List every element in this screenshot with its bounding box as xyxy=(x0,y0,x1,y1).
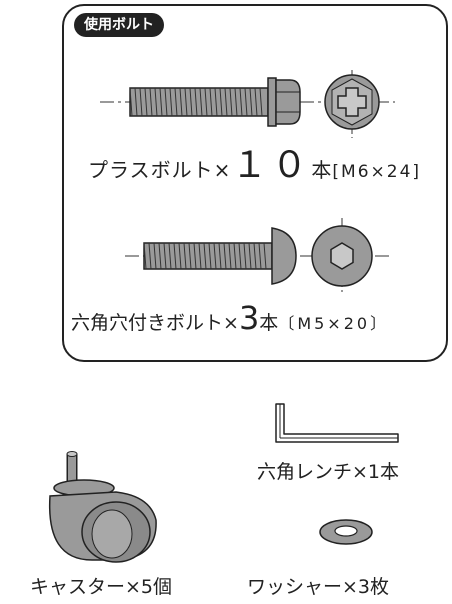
hex-bolt-spec: 〔M5×20〕 xyxy=(278,314,390,333)
plus-bolt-count: １０ xyxy=(231,145,312,186)
caster-caption: キャスター×5個 xyxy=(30,576,173,598)
plus-bolt-caption: プラスボルト×１０本[M6×24] xyxy=(88,148,421,184)
plus-bolt-unit: 本 xyxy=(311,158,333,182)
plus-bolt-spec: [M6×24] xyxy=(332,162,422,182)
washer-caption: ワッシャー×3枚 xyxy=(247,576,390,598)
bolt-panel xyxy=(62,4,448,362)
hex-bolt-caption: 六角穴付きボルト×3本〔M5×20〕 xyxy=(71,302,389,334)
hex-bolt-count: 3 xyxy=(238,299,260,337)
hex-bolt-unit: 本 xyxy=(259,312,279,334)
plus-bolt-name: プラスボルト xyxy=(88,158,214,182)
plus-bolt-times: × xyxy=(213,158,232,182)
hex-wrench-caption: 六角レンチ×1本 xyxy=(257,461,400,483)
used-bolts-badge: 使用ボルト xyxy=(74,13,164,37)
hex-bolt-name: 六角穴付きボルト xyxy=(71,312,224,334)
hex-bolt-times: × xyxy=(223,312,239,334)
